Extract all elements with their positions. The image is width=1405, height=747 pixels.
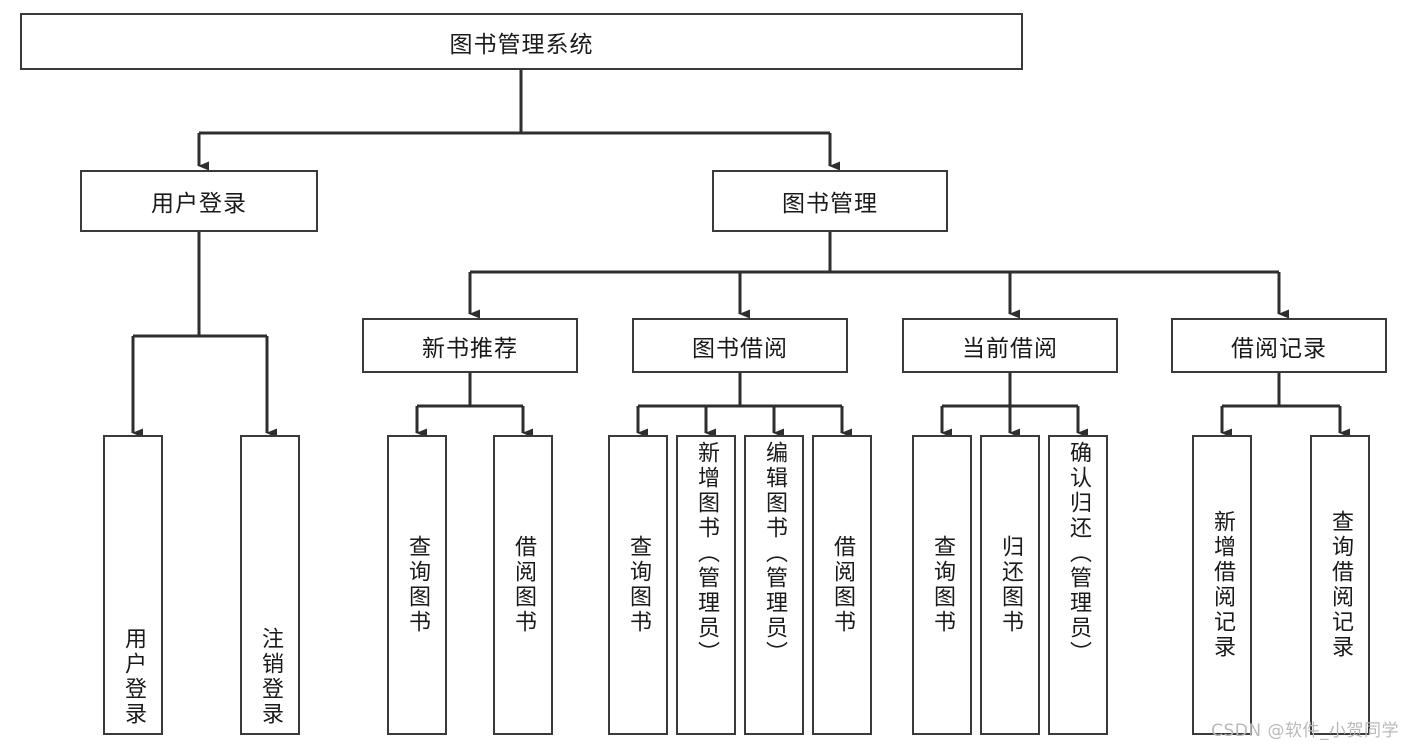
node-label: 用户登录	[120, 627, 146, 727]
node-label: 确认归还（管理员）	[1065, 441, 1091, 666]
node-label: 借阅图书	[829, 535, 855, 635]
node-root[interactable]: 图书管理系统	[20, 13, 1023, 70]
node-label: 借阅记录	[1231, 335, 1327, 362]
node-label: 注销登录	[257, 627, 283, 727]
node-leaf-query-book-1[interactable]: 查询图书	[387, 435, 447, 735]
node-label: 图书管理	[782, 191, 878, 217]
node-book-borrow[interactable]: 图书借阅	[632, 318, 848, 373]
node-label: 当前借阅	[962, 335, 1058, 362]
node-label: 图书管理系统	[449, 31, 594, 58]
node-label: 编辑图书（管理员）	[761, 441, 787, 666]
csdn-watermark: CSDN @软件_小贺同学	[1211, 721, 1399, 741]
node-label: 新增借阅记录	[1209, 510, 1235, 660]
node-user-login[interactable]: 用户登录	[80, 170, 318, 232]
node-label: 归还图书	[997, 535, 1023, 635]
node-leaf-user-login[interactable]: 用户登录	[103, 435, 163, 735]
node-label: 查询图书	[625, 535, 651, 635]
node-label: 图书借阅	[692, 335, 788, 362]
node-leaf-edit-book[interactable]: 编辑图书（管理员）	[744, 435, 804, 735]
node-leaf-confirm-return[interactable]: 确认归还（管理员）	[1048, 435, 1108, 735]
node-leaf-query-record[interactable]: 查询借阅记录	[1310, 435, 1370, 735]
node-label: 查询图书	[929, 535, 955, 635]
node-label: 新书推荐	[422, 335, 518, 362]
node-leaf-query-book-3[interactable]: 查询图书	[912, 435, 972, 735]
node-label: 新增图书（管理员）	[693, 441, 719, 666]
node-label: 用户登录	[151, 191, 247, 217]
node-leaf-add-record[interactable]: 新增借阅记录	[1192, 435, 1252, 735]
node-current-borrow[interactable]: 当前借阅	[902, 318, 1118, 373]
node-leaf-borrow-book-2[interactable]: 借阅图书	[812, 435, 872, 735]
node-leaf-query-book-2[interactable]: 查询图书	[608, 435, 668, 735]
node-borrow-record[interactable]: 借阅记录	[1171, 318, 1387, 373]
node-label: 借阅图书	[510, 535, 536, 635]
node-label: 查询借阅记录	[1327, 510, 1353, 660]
node-leaf-return-book[interactable]: 归还图书	[980, 435, 1040, 735]
node-leaf-borrow-book-1[interactable]: 借阅图书	[493, 435, 553, 735]
node-leaf-user-logout[interactable]: 注销登录	[240, 435, 300, 735]
node-new-book-rec[interactable]: 新书推荐	[362, 318, 578, 373]
node-label: 查询图书	[404, 535, 430, 635]
node-book-manage[interactable]: 图书管理	[712, 170, 948, 232]
node-leaf-add-book[interactable]: 新增图书（管理员）	[676, 435, 736, 735]
